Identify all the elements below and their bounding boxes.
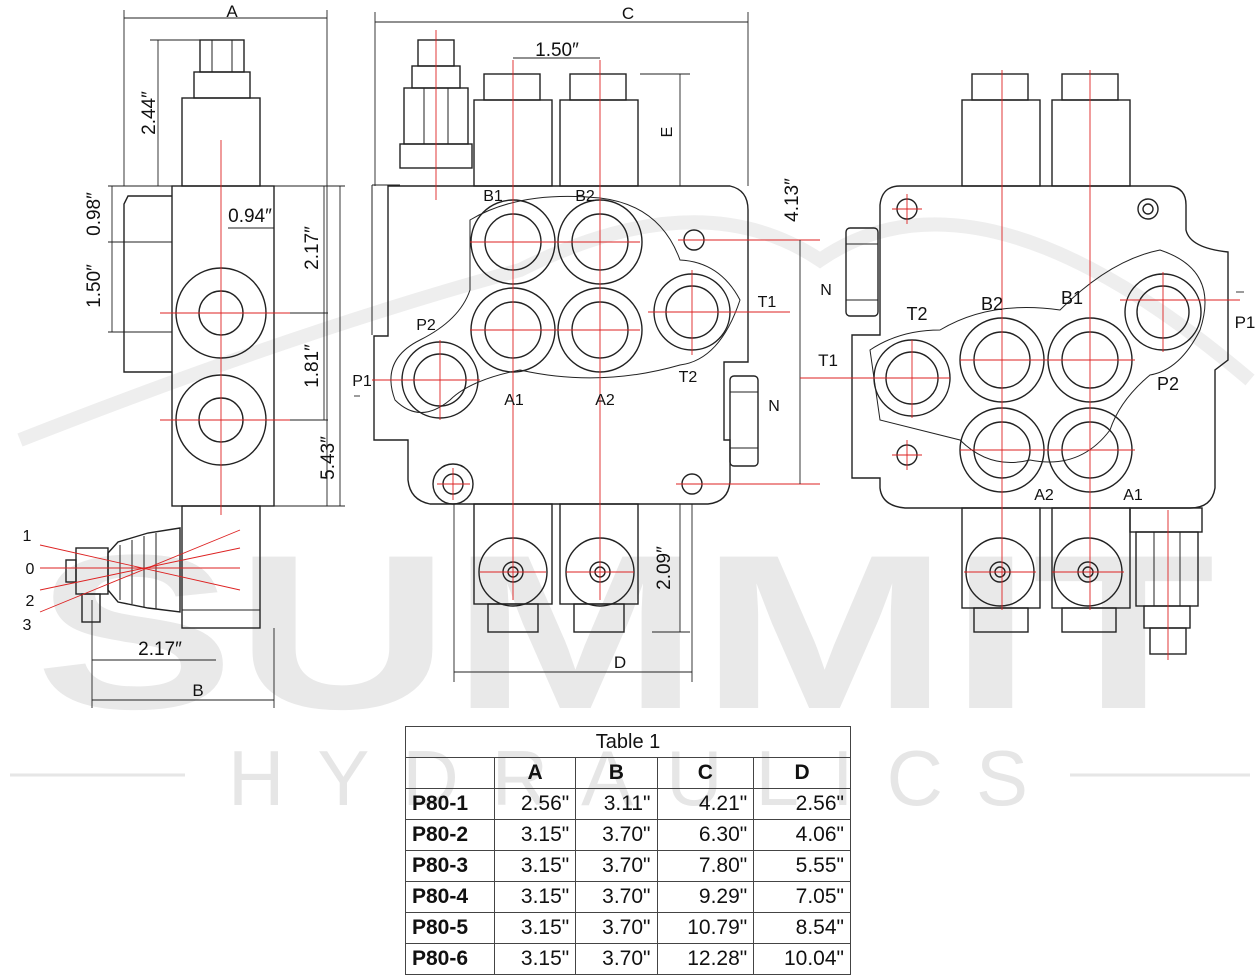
dim-244-label: 2.44″ bbox=[139, 91, 160, 135]
value-c-cell: 6.30" bbox=[656, 819, 755, 851]
dim-b-label: B bbox=[192, 681, 203, 700]
col-header-c: C bbox=[656, 757, 755, 789]
value-d-cell: 8.54" bbox=[753, 912, 851, 944]
dim-150-front-label: 1.50″ bbox=[535, 40, 579, 61]
dim-098-label: 0.98″ bbox=[84, 192, 105, 236]
value-a-cell: 3.15" bbox=[493, 819, 577, 851]
spec-table: Table 1 A B C D P80-1 2.56" 3.11" 4.21" … bbox=[405, 726, 851, 975]
value-d-cell: 7.05" bbox=[753, 881, 851, 913]
dim-209-label: 2.09″ bbox=[654, 546, 675, 590]
port-t1-front: T1 bbox=[758, 294, 777, 311]
table-row: P80-1 2.56" 3.11" 4.21" 2.56" bbox=[405, 788, 851, 820]
value-b-cell: 3.70" bbox=[575, 850, 658, 882]
side-view: A 2.44″ 0.98″ 1.50″ 0.94″ 2.17″ 1.81″ 5.… bbox=[23, 2, 345, 708]
value-d-cell: 2.56" bbox=[753, 788, 851, 820]
lever-position-0: 0 bbox=[26, 561, 35, 578]
model-cell: P80-3 bbox=[405, 850, 495, 882]
dim-543-label: 5.43″ bbox=[318, 436, 339, 480]
dim-c-label: C bbox=[622, 4, 634, 23]
value-a-cell: 3.15" bbox=[493, 881, 577, 913]
dim-d-label: D bbox=[614, 653, 626, 672]
table-caption-row: Table 1 bbox=[405, 726, 851, 758]
port-n-rear: N bbox=[820, 282, 832, 299]
table-row: P80-6 3.15" 3.70" 12.28" 10.04" bbox=[405, 943, 851, 975]
table-row: P80-3 3.15" 3.70" 7.80" 5.55" bbox=[405, 850, 851, 882]
port-p1-rear: P1 bbox=[1235, 313, 1256, 332]
dim-150-side-label: 1.50″ bbox=[84, 264, 105, 308]
port-p1-front: P1 bbox=[352, 373, 372, 390]
value-b-cell: 3.70" bbox=[575, 943, 658, 975]
port-a1-rear: A1 bbox=[1123, 487, 1143, 504]
port-a2-front: A2 bbox=[595, 392, 615, 409]
value-b-cell: 3.70" bbox=[575, 912, 658, 944]
value-d-cell: 4.06" bbox=[753, 819, 851, 851]
dim-217-top-label: 2.17″ bbox=[302, 226, 323, 270]
value-c-cell: 4.21" bbox=[656, 788, 755, 820]
value-d-cell: 10.04" bbox=[753, 943, 851, 975]
lever-position-2: 2 bbox=[26, 593, 35, 610]
port-t1-rear: T1 bbox=[818, 351, 838, 370]
value-a-cell: 3.15" bbox=[493, 912, 577, 944]
model-cell: P80-5 bbox=[405, 912, 495, 944]
value-c-cell: 7.80" bbox=[656, 850, 755, 882]
col-header-b: B bbox=[575, 757, 658, 789]
port-t2-front: T2 bbox=[679, 369, 698, 386]
model-cell: P80-1 bbox=[405, 788, 495, 820]
table-row: P80-4 3.15" 3.70" 9.29" 7.05" bbox=[405, 881, 851, 913]
value-a-cell: 3.15" bbox=[493, 850, 577, 882]
port-t2-rear: T2 bbox=[906, 304, 927, 324]
table-row: P80-5 3.15" 3.70" 10.79" 8.54" bbox=[405, 912, 851, 944]
dim-094-label: 0.94″ bbox=[228, 206, 272, 227]
value-a-cell: 3.15" bbox=[493, 943, 577, 975]
port-b2-front: B2 bbox=[575, 188, 595, 205]
value-c-cell: 9.29" bbox=[656, 881, 755, 913]
table-row: P80-2 3.15" 3.70" 6.30" 4.06" bbox=[405, 819, 851, 851]
rear-view: N T2 B2 B1 P1 T1 P2 A2 A1 bbox=[800, 70, 1255, 660]
port-n-front: N bbox=[768, 398, 780, 415]
value-b-cell: 3.70" bbox=[575, 819, 658, 851]
lever-position-3: 3 bbox=[23, 617, 32, 634]
value-a-cell: 2.56" bbox=[493, 788, 577, 820]
port-b1-rear: B1 bbox=[1061, 288, 1083, 308]
port-a1-front: A1 bbox=[504, 392, 524, 409]
port-p2-front: P2 bbox=[416, 317, 436, 334]
port-p2-rear: P2 bbox=[1157, 374, 1179, 394]
port-b2-rear: B2 bbox=[981, 294, 1003, 314]
value-c-cell: 12.28" bbox=[656, 943, 755, 975]
port-b1-front: B1 bbox=[483, 188, 503, 205]
dim-217-bottom-label: 2.17″ bbox=[138, 639, 182, 660]
value-c-cell: 10.79" bbox=[656, 912, 755, 944]
front-view: C 1.50″ E 4.13″ 2.09″ D B1 B2 P2 P1 A1 A… bbox=[352, 4, 820, 682]
watermark-brand: SUMMIT bbox=[35, 509, 1215, 755]
lever-position-1: 1 bbox=[23, 528, 32, 545]
table-header-blank bbox=[405, 757, 495, 789]
dim-413-label: 4.13″ bbox=[782, 178, 803, 222]
model-cell: P80-6 bbox=[405, 943, 495, 975]
dim-181-label: 1.81″ bbox=[302, 344, 323, 388]
dim-e-label: E bbox=[659, 127, 676, 138]
table-header-row: A B C D bbox=[405, 757, 851, 789]
model-cell: P80-4 bbox=[405, 881, 495, 913]
dim-a-label: A bbox=[226, 2, 238, 21]
port-a2-rear: A2 bbox=[1034, 487, 1054, 504]
col-header-d: D bbox=[753, 757, 851, 789]
table-caption: Table 1 bbox=[405, 726, 851, 758]
model-cell: P80-2 bbox=[405, 819, 495, 851]
value-b-cell: 3.11" bbox=[575, 788, 658, 820]
col-header-a: A bbox=[493, 757, 577, 789]
value-b-cell: 3.70" bbox=[575, 881, 658, 913]
value-d-cell: 5.55" bbox=[753, 850, 851, 882]
